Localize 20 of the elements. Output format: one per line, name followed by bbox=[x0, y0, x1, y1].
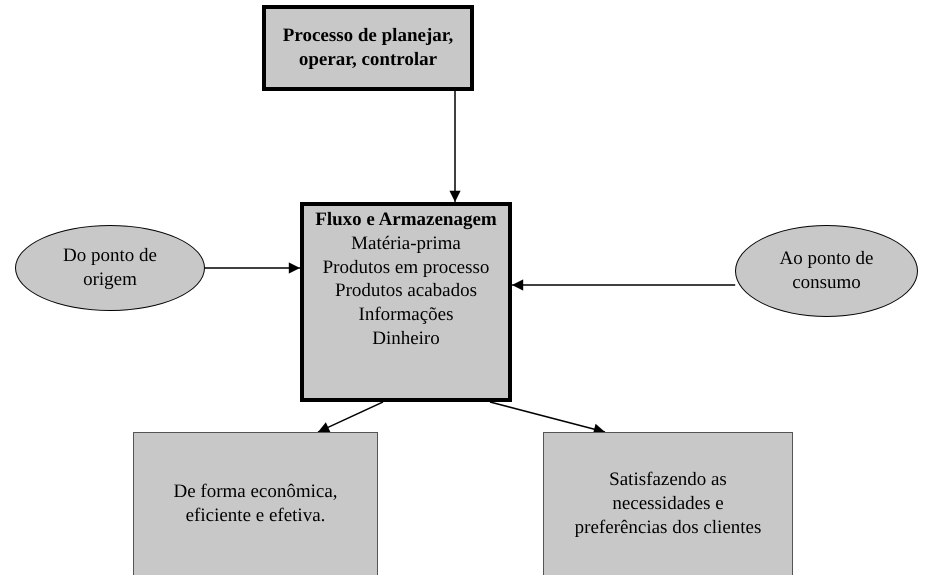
box-text: Produtos em processo bbox=[322, 256, 490, 280]
arrow bbox=[512, 279, 736, 291]
box-text: Matéria-prima bbox=[351, 232, 461, 256]
box-text: Ao ponto de consumo bbox=[778, 247, 874, 295]
central-box bbox=[300, 202, 512, 402]
box-text: De forma econômica, eficiente e efetiva. bbox=[172, 480, 339, 528]
process-box bbox=[543, 432, 793, 575]
box-heading: Fluxo e Armazenagem bbox=[315, 208, 497, 232]
arrow bbox=[205, 262, 300, 274]
box-text: Informações bbox=[358, 303, 454, 327]
arrow bbox=[490, 401, 606, 435]
box-text: Satisfazendo as necessidades e preferências dos clientes bbox=[574, 468, 762, 540]
box-text: Produtos acabados bbox=[335, 279, 477, 303]
process-box bbox=[133, 432, 378, 575]
arrow bbox=[318, 401, 384, 433]
arrow bbox=[449, 91, 461, 202]
process-box bbox=[262, 5, 474, 91]
box-text: Do ponto de origem bbox=[62, 244, 158, 292]
box-text: Dinheiro bbox=[372, 326, 440, 350]
box-text: Processo de planejar, operar, controlar bbox=[282, 24, 454, 72]
